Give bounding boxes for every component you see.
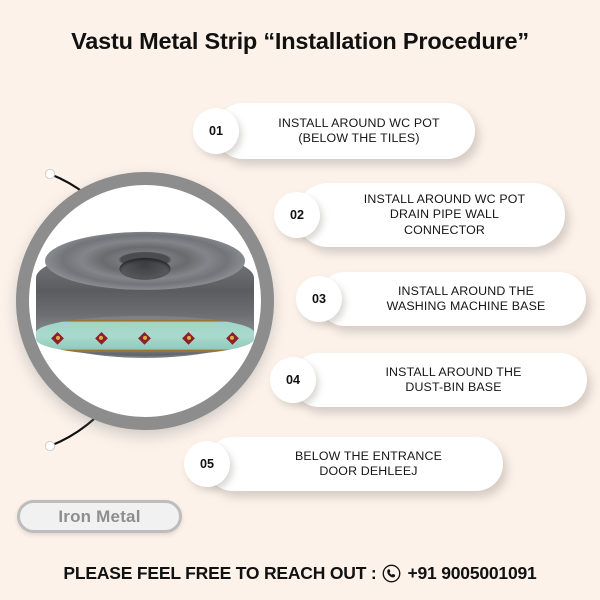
- step-label: INSTALL AROUND THE DUST-BIN BASE: [385, 364, 522, 395]
- phone-icon: [383, 564, 401, 583]
- brand-logo-icon: [181, 330, 196, 345]
- product-image-area: [8, 160, 288, 452]
- contact-phone-number[interactable]: +91 9005001091: [407, 563, 537, 583]
- material-badge: Iron Metal: [17, 500, 182, 533]
- step-card[interactable]: BELOW THE ENTRANCE DOOR DEHLEEJ: [206, 437, 503, 491]
- step-label: INSTALL AROUND WC POT (BELOW THE TILES): [278, 115, 440, 146]
- material-badge-label: Iron Metal: [58, 506, 141, 526]
- step-item-01[interactable]: INSTALL AROUND WC POT (BELOW THE TILES) …: [193, 103, 475, 159]
- step-item-03[interactable]: INSTALL AROUND THE WASHING MACHINE BASE …: [296, 272, 586, 326]
- brand-logo-icon: [137, 330, 152, 345]
- step-label: BELOW THE ENTRANCE DOOR DEHLEEJ: [294, 448, 443, 479]
- step-item-02[interactable]: INSTALL AROUND WC POT DRAIN PIPE WALL CO…: [274, 183, 565, 247]
- step-number-badge: 04: [270, 357, 316, 403]
- step-label: INSTALL AROUND THE WASHING MACHINE BASE: [386, 283, 546, 314]
- brand-logo-icon: [225, 330, 240, 345]
- step-card[interactable]: INSTALL AROUND THE WASHING MACHINE BASE: [318, 272, 586, 326]
- step-card[interactable]: INSTALL AROUND WC POT (BELOW THE TILES): [215, 103, 475, 159]
- roll-logo-row: [36, 329, 254, 347]
- step-number-badge: 05: [184, 441, 230, 487]
- step-number-badge: 01: [193, 108, 239, 154]
- product-circle-frame: [16, 172, 274, 430]
- roll-center-hole: [119, 257, 171, 280]
- brand-logo-icon: [94, 330, 109, 345]
- contact-bar: PLEASE FEEL FREE TO REACH OUT : +91 9005…: [0, 563, 600, 584]
- step-label: INSTALL AROUND WC POT DRAIN PIPE WALL CO…: [363, 191, 526, 237]
- step-card[interactable]: INSTALL AROUND THE DUST-BIN BASE: [292, 353, 587, 407]
- step-number-badge: 02: [274, 192, 320, 238]
- roll-top-surface: [45, 231, 245, 290]
- roll-branding-label: [36, 315, 254, 356]
- step-number-badge: 03: [296, 276, 342, 322]
- step-item-04[interactable]: INSTALL AROUND THE DUST-BIN BASE 04: [270, 353, 587, 407]
- brand-logo-icon: [50, 330, 65, 345]
- metal-strip-roll-image: [36, 231, 254, 376]
- step-item-05[interactable]: BELOW THE ENTRANCE DOOR DEHLEEJ 05: [184, 437, 503, 491]
- page-title: Vastu Metal Strip “Installation Procedur…: [71, 28, 529, 54]
- contact-cta-label: PLEASE FEEL FREE TO REACH OUT :: [63, 563, 377, 583]
- step-card[interactable]: INSTALL AROUND WC POT DRAIN PIPE WALL CO…: [296, 183, 565, 247]
